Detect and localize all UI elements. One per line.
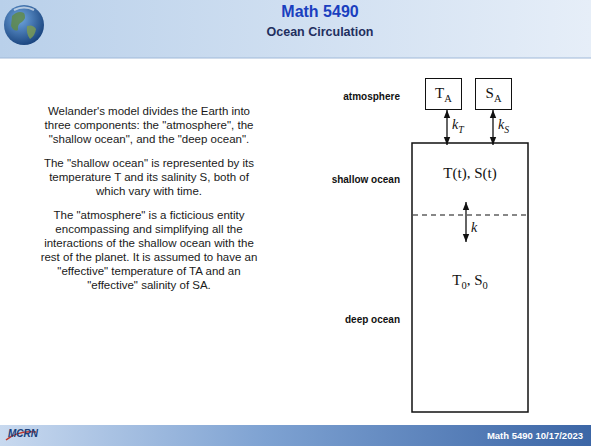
node-text: TA <box>435 85 452 104</box>
deep-ocean-region: T0, S0 <box>414 242 526 408</box>
flux-arrow <box>465 202 466 242</box>
symbol: T(t), S(t) <box>443 165 496 181</box>
logo-text: MCRN <box>8 428 38 439</box>
symbol: , S <box>467 272 483 288</box>
body-paragraph: The "atmosphere" is a ficticious entity … <box>34 208 264 292</box>
shallow-ocean-region: T(t), S(t) <box>414 145 526 202</box>
subscript: S <box>504 124 509 135</box>
header-rule <box>0 58 591 59</box>
slide-title: Math 5490 <box>50 3 590 21</box>
text-column: Welander's model divides the Earth into … <box>34 104 264 302</box>
subscript: T <box>458 124 463 135</box>
layer-label: atmosphere <box>318 91 400 102</box>
subscript: 0 <box>483 280 488 291</box>
symbol: k <box>471 220 477 235</box>
layer-divider <box>413 214 527 215</box>
subscript: A <box>494 93 502 104</box>
node-text: T(t), S(t) <box>443 165 496 182</box>
symbol: S <box>486 85 494 101</box>
earth-icon <box>4 5 44 45</box>
layer-label: deep ocean <box>318 314 400 325</box>
atmosphere-temperature-box: TA <box>425 78 462 110</box>
body-paragraph: The "shallow ocean" is represented by it… <box>34 156 264 198</box>
ocean-outline <box>412 143 528 412</box>
symbol: k <box>498 117 504 132</box>
footer-bar <box>0 425 591 446</box>
subscript: A <box>444 93 452 104</box>
node-text: SA <box>486 85 502 104</box>
atmosphere-salinity-box: SA <box>475 78 512 110</box>
body-paragraph: Welander's model divides the Earth into … <box>34 104 264 146</box>
slide-subtitle: Ocean Circulation <box>50 25 590 39</box>
flux-arrow <box>446 110 447 145</box>
exchange-coefficient: kT <box>451 117 465 138</box>
exchange-coefficient: k <box>470 220 478 236</box>
layer-label: shallow ocean <box>318 174 400 185</box>
footer-text: Math 5490 10/17/2023 <box>487 430 583 441</box>
symbol: k <box>452 117 458 132</box>
header-bar <box>0 0 591 58</box>
symbol: T <box>435 85 444 101</box>
symbol: T <box>452 272 461 288</box>
exchange-coefficient: kS <box>497 117 510 138</box>
flux-arrow <box>492 110 493 145</box>
subscript: 0 <box>461 280 466 291</box>
node-text: T0, S0 <box>452 272 488 291</box>
